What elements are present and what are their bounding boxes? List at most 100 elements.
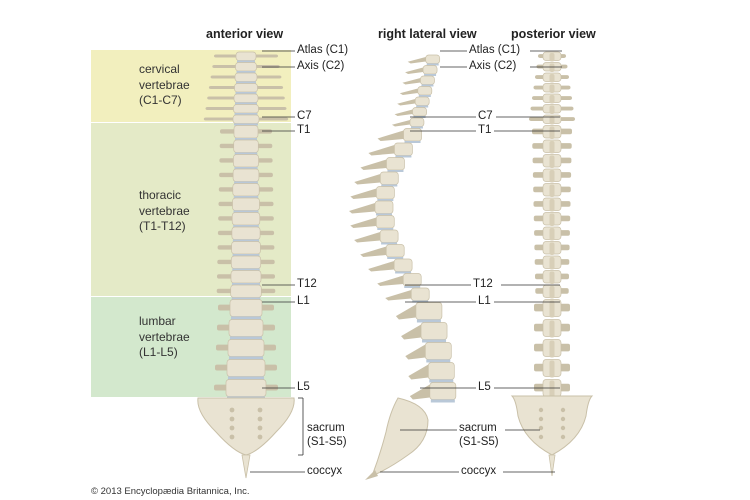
thoracic-region-label: thoracic vertebrae (T1-T12) <box>139 188 249 235</box>
spinous-process <box>549 84 555 93</box>
spinous-process <box>549 242 555 255</box>
intervertebral-disc <box>231 316 261 320</box>
intervertebral-disc <box>230 336 262 340</box>
sacral-foramen <box>257 425 263 431</box>
vertebra-body <box>233 125 259 139</box>
vertebra-body <box>374 200 394 214</box>
label-atlas-left: Atlas (C1) <box>297 44 349 56</box>
label-t12-right: T12 <box>473 278 493 290</box>
intervertebral-disc <box>377 228 394 230</box>
sacrum-right-line-2: (S1-S5) <box>459 436 499 448</box>
spinous-process <box>397 99 416 106</box>
spinous-process <box>394 109 413 116</box>
spinous-process <box>385 290 412 301</box>
copyright-notice: © 2013 Encyclopædia Britannica, Inc. <box>91 486 250 497</box>
vertebra-body <box>386 157 405 171</box>
vertebra-body <box>420 322 448 340</box>
spinous-process <box>354 232 381 243</box>
label-sacrum-right: sacrum (S1-S5) <box>459 421 499 449</box>
vertebra-body <box>231 241 261 255</box>
label-t1-right: T1 <box>478 124 492 136</box>
label-c7-left: C7 <box>297 110 312 122</box>
vertebra-body <box>394 142 413 156</box>
intervertebral-disc <box>236 71 256 73</box>
vertebra-body <box>233 93 259 103</box>
vertebra-body <box>233 154 259 168</box>
sacral-foramen <box>560 416 566 422</box>
vertebra-body <box>417 86 433 96</box>
spinous-process <box>549 340 555 358</box>
sacral-foramen <box>560 425 566 431</box>
sacrum-shape <box>197 397 295 456</box>
intervertebral-disc <box>235 92 257 94</box>
vertebra-body <box>376 186 395 200</box>
intervertebral-disc <box>232 239 260 242</box>
vertebra-body <box>230 284 262 298</box>
intervertebral-disc <box>234 181 258 184</box>
vertebra-body <box>425 54 441 64</box>
intervertebral-disc <box>233 210 259 213</box>
vertebra-body <box>375 215 395 229</box>
spinous-process <box>409 384 430 400</box>
lumbar-region-label: lumbar vertebrae (L1-L5) <box>139 314 249 361</box>
posterior-spine-illustration <box>510 51 594 477</box>
spinous-process <box>360 246 387 257</box>
intervertebral-disc <box>426 63 439 66</box>
thoracic-line-2: vertebrae <box>139 203 190 218</box>
intervertebral-disc <box>416 105 429 108</box>
sacral-foramen <box>229 407 235 413</box>
intervertebral-disc <box>404 141 421 143</box>
vertebra-body <box>379 229 399 243</box>
intervertebral-disc <box>381 242 398 245</box>
vertebra-body <box>393 258 413 272</box>
spinous-process <box>402 78 421 85</box>
spinous-process <box>549 199 555 212</box>
vertebra-body <box>409 117 425 127</box>
vertebra-body <box>429 382 457 400</box>
spinous-process <box>549 257 555 270</box>
lumbar-line-3: (L1-L5) <box>139 345 178 359</box>
cervical-line-2: vertebrae <box>139 77 190 92</box>
spinous-process <box>407 57 426 64</box>
spinous-process <box>391 120 410 127</box>
sacrum-shape <box>371 397 429 477</box>
spinous-process <box>405 67 424 74</box>
lumbar-line-1: lumbar <box>139 314 176 328</box>
sacral-foramen <box>538 425 544 431</box>
vertebra-body <box>232 183 260 197</box>
label-t12-left: T12 <box>297 278 317 290</box>
intervertebral-disc <box>395 271 412 274</box>
sacral-foramen <box>229 416 235 422</box>
sacral-foramen <box>560 407 566 413</box>
spinous-process <box>349 203 376 214</box>
intervertebral-disc <box>235 138 257 140</box>
lateral-view-heading: right lateral view <box>378 27 477 41</box>
spinous-process <box>549 170 555 183</box>
spinous-process <box>549 380 555 398</box>
intervertebral-disc <box>232 254 260 256</box>
intervertebral-disc <box>232 283 260 285</box>
spinous-process <box>360 159 387 170</box>
spinous-process <box>354 174 381 185</box>
spinous-process <box>350 188 377 199</box>
label-l5-left: L5 <box>297 381 310 393</box>
label-c7-right: C7 <box>478 110 493 122</box>
sacral-foramen <box>538 407 544 413</box>
sacral-foramen <box>257 434 263 440</box>
vertebra-body <box>230 255 262 269</box>
intervertebral-disc <box>234 152 258 155</box>
sacral-foramen <box>257 407 263 413</box>
label-axis-right: Axis (C2) <box>469 60 517 72</box>
intervertebral-disc <box>235 102 257 105</box>
spinous-process <box>549 141 555 154</box>
vertebra-body <box>233 139 259 153</box>
vertebra-body <box>385 244 405 258</box>
sacrum-left-line-2: (S1-S5) <box>307 436 347 448</box>
vertebra-body <box>415 302 443 320</box>
vertebra-body <box>229 299 263 317</box>
intervertebral-disc <box>430 399 455 403</box>
intervertebral-disc <box>426 359 451 363</box>
sacrum-shape <box>510 395 594 456</box>
vertebra-body <box>424 342 452 360</box>
